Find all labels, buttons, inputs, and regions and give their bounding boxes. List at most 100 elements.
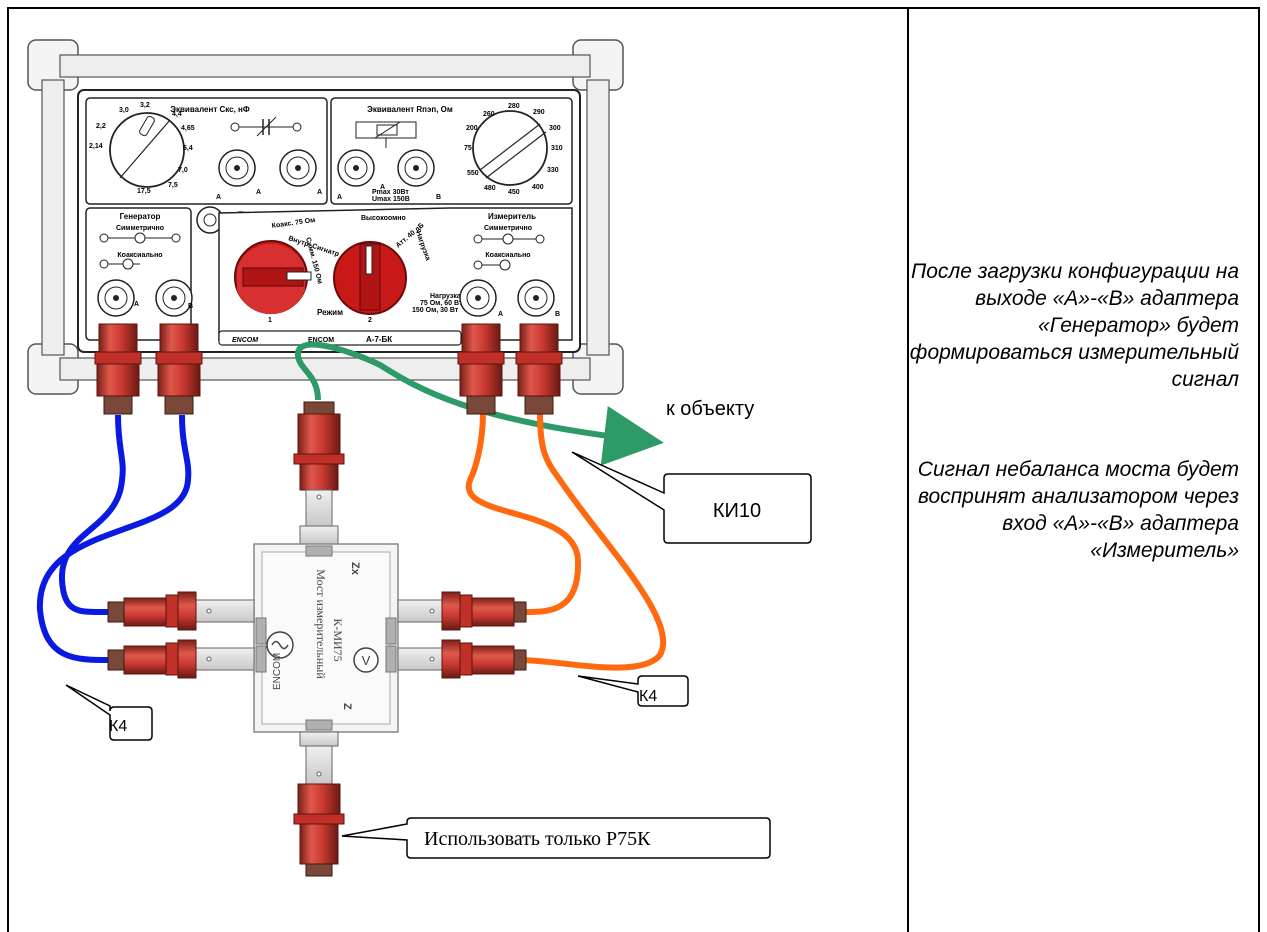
cap-scale-4: 2,14 xyxy=(89,143,103,150)
cap-scale-8: 7,0 xyxy=(178,167,188,174)
ki10-label: КИ10 xyxy=(713,500,761,522)
cap-scale-2: 3,2 xyxy=(140,102,150,109)
port-label: B xyxy=(436,194,441,201)
res-selector-knob[interactable] xyxy=(472,110,548,186)
callouts: к объекту КИ10 К4 К4 Использовать только… xyxy=(65,398,812,859)
cap-scale-10: 17,5 xyxy=(137,188,151,195)
generator-port-b[interactable] xyxy=(155,279,193,317)
cap-scale-5: 4,4 xyxy=(172,111,182,118)
bridge-z-label: Z xyxy=(341,703,353,710)
load-label: Нагрузка xyxy=(430,293,461,300)
port-label: A xyxy=(337,194,342,201)
brand-logo: ENCOM xyxy=(232,337,258,344)
bridge-model: К-МИ75 xyxy=(331,618,345,661)
bridge-connector-left-top xyxy=(107,591,255,631)
side-note-generator: После загрузки конфигурации на выходе «А… xyxy=(909,260,1239,391)
port-label: B xyxy=(555,311,560,318)
res-scale: 75 xyxy=(464,145,472,152)
device-model: А-7-БК xyxy=(366,335,392,344)
mode-title: Режим xyxy=(317,308,343,317)
side-note-meter: Сигнал небаланса моста будет воспринят а… xyxy=(917,458,1239,562)
ki10-callout xyxy=(571,451,812,544)
k4-right-label: К4 xyxy=(639,688,657,705)
device-a7bk: Эквивалент Cкс, нФ 3,0 3,2 2,2 2,14 4,4 … xyxy=(27,39,624,395)
mode-num: 2 xyxy=(368,317,372,324)
port-label: A xyxy=(134,301,139,308)
res-spec-umax: Umax 150В xyxy=(372,196,410,203)
res-scale: 550 xyxy=(467,170,479,177)
res-panel-title: Эквивалент Rпэп, Ом xyxy=(367,105,453,114)
meter-port-b[interactable] xyxy=(517,279,555,317)
res-scale: 330 xyxy=(547,167,559,174)
p75k-label: Использовать только Р75К xyxy=(424,828,651,850)
blue-cable xyxy=(58,414,126,616)
bnc-port[interactable] xyxy=(397,149,435,187)
res-scale: 310 xyxy=(551,145,563,152)
bridge-connector-right-bottom xyxy=(397,639,527,679)
device-connectors xyxy=(94,323,563,415)
res-spec-pmax: Pmax 30Вт xyxy=(372,189,409,196)
k4-left-callout xyxy=(65,684,153,741)
bridge-connector-right-top xyxy=(397,591,527,631)
port-label: A xyxy=(498,311,503,318)
cap-scale-7: 6,4 xyxy=(183,145,193,152)
connector xyxy=(94,323,142,415)
generator-port-a[interactable] xyxy=(97,279,135,317)
p75k-callout xyxy=(341,817,771,859)
res-scale: 260 xyxy=(483,111,495,118)
k4-left-label: К4 xyxy=(109,718,127,735)
cables xyxy=(36,341,667,671)
generator-title: Генератор xyxy=(120,212,161,221)
bridge-name: Мост измерительный xyxy=(314,569,328,679)
res-scale: 290 xyxy=(533,109,545,116)
connector xyxy=(457,323,505,415)
mode-label: Высокоомно xyxy=(361,215,406,222)
mode-num: 1 xyxy=(268,317,272,324)
generator-sym-label: Симметрично xyxy=(116,225,164,232)
res-scale: 200 xyxy=(466,125,478,132)
orange-cable xyxy=(465,411,582,616)
port-label: B xyxy=(188,303,193,310)
blue-cable xyxy=(36,414,192,663)
bnc-port[interactable] xyxy=(279,149,317,187)
orange-cable xyxy=(519,411,667,671)
port-label: A xyxy=(216,194,221,201)
port-label: A xyxy=(317,189,322,196)
res-scale: 450 xyxy=(508,189,520,196)
bridge-connector-left-bottom xyxy=(107,639,255,679)
column-divider xyxy=(907,7,909,932)
res-scale: 300 xyxy=(549,125,561,132)
page-frame xyxy=(7,7,1260,932)
cap-scale-6: 4,65 xyxy=(181,125,195,132)
load-label: 75 Ом, 60 Вт xyxy=(420,300,463,307)
voltmeter-symbol-icon xyxy=(353,647,379,673)
to-object-label: к объекту xyxy=(666,398,754,420)
cap-panel-title: Эквивалент Cкс, нФ xyxy=(170,105,250,114)
bnc-port[interactable] xyxy=(337,149,375,187)
green-cable xyxy=(295,341,664,466)
port-label: A xyxy=(380,184,385,191)
mode-knob-1[interactable] xyxy=(234,240,312,315)
meter-port-a[interactable] xyxy=(459,279,497,317)
bridge-brand: ENCOM xyxy=(272,653,283,690)
connector xyxy=(515,323,563,415)
meter-coax-label: Коаксиально xyxy=(485,252,530,259)
meter-title: Измеритель xyxy=(488,212,536,221)
mode-knob-2[interactable] xyxy=(333,241,407,315)
bnc-port[interactable] xyxy=(218,149,256,187)
bridge-zx-label: Zx xyxy=(349,562,361,576)
generator-coax-label: Коаксиально xyxy=(117,252,162,259)
svg-text:V: V xyxy=(362,653,371,668)
res-scale: 400 xyxy=(532,184,544,191)
bridge-kmi75: V Мост измерительный К-МИ75 Zx Z ENCOM xyxy=(107,401,527,877)
res-scale: 280 xyxy=(508,103,520,110)
load-label: 150 Ом, 30 Вт xyxy=(412,307,459,314)
brand-logo: ENCOM xyxy=(308,337,334,344)
res-scale: 480 xyxy=(484,185,496,192)
port-label: A xyxy=(256,189,261,196)
cap-scale-1: 3,0 xyxy=(119,107,129,114)
p75k-terminator xyxy=(293,783,345,877)
connector xyxy=(155,323,203,415)
cap-scale-3: 2,2 xyxy=(96,123,106,130)
